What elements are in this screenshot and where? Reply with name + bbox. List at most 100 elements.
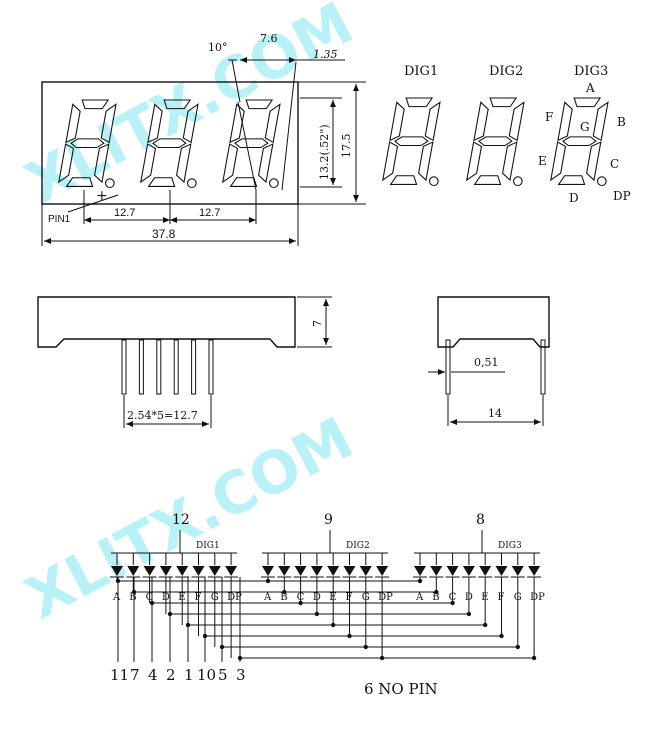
segment-f [557, 101, 573, 142]
diode-icon [414, 566, 426, 576]
segment-d [557, 175, 586, 185]
end-pin-right [540, 339, 546, 395]
segment-d [65, 177, 94, 187]
seven-seg-digit-front-2 [140, 99, 199, 189]
segment-tag-d: D [162, 592, 170, 603]
angle-guide-line [231, 59, 241, 103]
segment-tag-g: G [514, 592, 522, 603]
segment-dp [428, 176, 439, 187]
segment-tag-a: A [112, 592, 121, 603]
segment-g [152, 138, 187, 149]
bottom-pin-2: 7 [130, 666, 140, 684]
segment-d [229, 177, 258, 187]
segment-c [585, 141, 602, 182]
segment-tag-d: D [465, 592, 473, 603]
segment-tag-g: G [362, 592, 370, 603]
segment-label-view: DIG1 DIG2 DIG3 A B C D E F G DP [382, 64, 631, 205]
segment-f [229, 103, 245, 144]
seg-label-f: F [545, 110, 553, 124]
segment-e [382, 141, 399, 182]
segment-e [58, 143, 75, 184]
plus-mark: + [96, 188, 108, 204]
segment-tag-a: A [263, 592, 272, 603]
diode-icon [159, 566, 172, 576]
seg-label-dp: DP [613, 189, 631, 203]
segment-label-digits [382, 97, 609, 187]
seg-label-c: C [610, 157, 619, 171]
digit-label-3: DIG3 [498, 541, 522, 551]
seg-width-label: 7.6 [260, 32, 278, 45]
end-pin-left [445, 339, 451, 395]
seven-seg-digit-front-1 [58, 99, 117, 189]
segment-f [473, 101, 489, 142]
digit-label-1: DIG1 [196, 541, 220, 551]
segment-tag-b: B [280, 592, 287, 603]
segment-f [147, 103, 163, 144]
pin1-label: PIN1 [48, 214, 71, 225]
bottom-pin-7: 5 [218, 666, 228, 684]
diode-icon [327, 566, 340, 576]
seven-seg-digit-label-2 [466, 97, 525, 187]
angle-label: 10° [208, 41, 228, 54]
segment-c [257, 143, 274, 184]
segment-f [389, 101, 405, 142]
segment-dp [512, 176, 523, 187]
segment-g [394, 136, 429, 147]
segment-b [182, 103, 199, 144]
common-pin-label-3: 8 [476, 512, 485, 528]
body-height-label: 17.5 [340, 134, 353, 159]
segment-c [175, 143, 192, 184]
slant-guide-left [237, 101, 257, 191]
seg-label-g: G [580, 120, 590, 134]
digit-label-2: DIG2 [346, 541, 370, 551]
common-pin-label-2: 9 [324, 512, 333, 528]
dig3-header: DIG3 [574, 64, 608, 79]
segment-b [592, 101, 609, 142]
pin-pitch-label: 2.54*5=12.7 [127, 409, 198, 422]
side-view-body [37, 296, 296, 348]
side-pin-2 [138, 339, 144, 395]
segment-tag-g: G [211, 592, 219, 603]
diode-icon [262, 566, 274, 576]
no-pin-note: 6 NO PIN [364, 680, 438, 698]
pitch-label-1: 12.7 [114, 207, 135, 219]
segment-tag-e: E [481, 592, 488, 603]
slant-guide-right [281, 61, 297, 191]
diode-icon [479, 566, 492, 576]
seg-thickness-label: 1.35 [313, 48, 338, 61]
segment-dp [186, 178, 197, 189]
diode-icon [430, 566, 443, 576]
side-pin-5 [191, 339, 197, 395]
bottom-pin-6: 10 [197, 666, 216, 684]
segment-e [222, 143, 239, 184]
side-pin-1 [121, 339, 127, 395]
segment-tag-c: C [449, 592, 457, 603]
side-pin-4 [173, 339, 179, 395]
front-view: 10° 7.6 1.35 17.5 13.2(.52") + PIN1 12.7… [41, 32, 366, 246]
side-view: 7 2.54*5=12.7 [37, 296, 332, 428]
digit-height-label: 13.2(.52") [318, 124, 331, 180]
bottom-pin-5: 1 [184, 666, 194, 684]
diode-icon [143, 566, 156, 576]
end-view: 0,51 14 [428, 296, 550, 426]
diode-icon [225, 566, 238, 576]
segment-tag-b: B [432, 592, 439, 603]
diode-icon [495, 566, 508, 576]
side-pin-6 [208, 339, 214, 395]
diode-icon [376, 566, 389, 576]
segment-e [550, 141, 567, 182]
segment-d [473, 175, 502, 185]
diode-icon [310, 566, 323, 576]
common-pin-label-1: 12 [172, 512, 190, 528]
diode-icon [111, 566, 123, 576]
pin-thickness-label: 0,51 [474, 356, 499, 369]
segment-b [264, 103, 281, 144]
segment-a [163, 99, 192, 110]
diode-icon [127, 566, 140, 576]
side-view-pins [121, 339, 214, 395]
segment-tag-f: F [346, 592, 353, 603]
seg-label-d: D [569, 191, 579, 205]
